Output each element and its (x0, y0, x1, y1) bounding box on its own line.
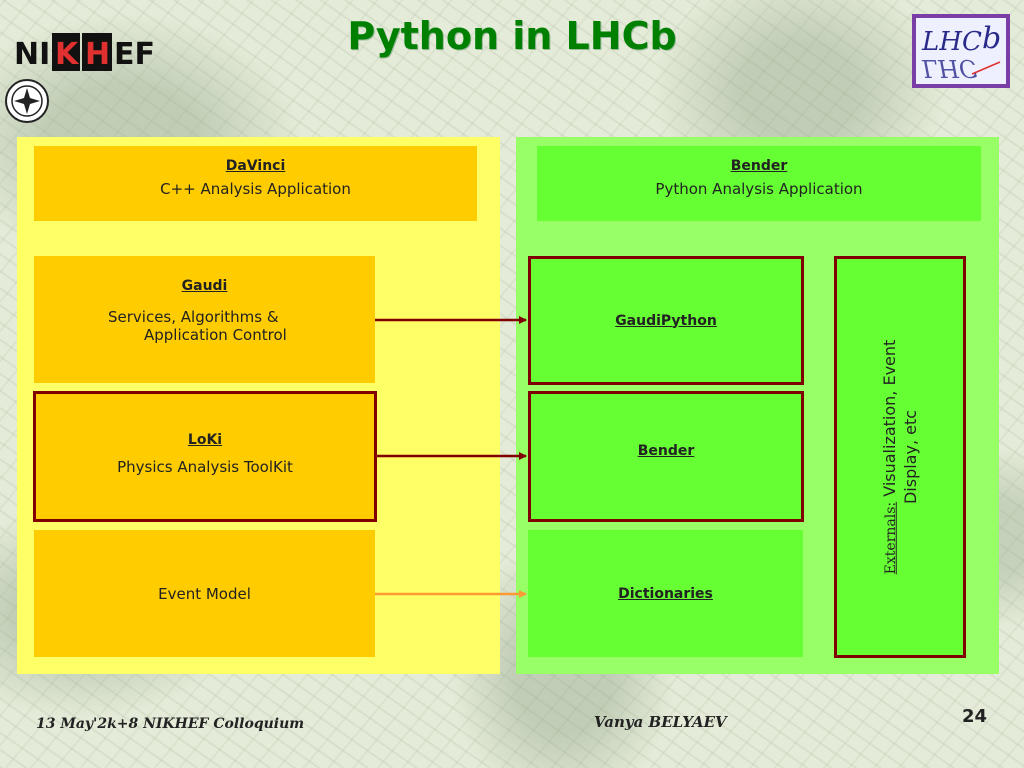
svg-text:EF: EF (114, 37, 155, 72)
gaudipython-label: GaudiPython (615, 312, 717, 329)
gaudipython-box: GaudiPython (528, 256, 804, 385)
dictionaries-box: Dictionaries (528, 530, 803, 657)
gaudi-desc-line2: Application Control (144, 326, 287, 344)
seal-icon (5, 79, 49, 123)
svg-text:b: b (982, 21, 1001, 56)
svg-text:LHC: LHC (921, 27, 982, 57)
davinci-desc: C++ Analysis Application (160, 180, 351, 198)
davinci-box: DaVinci C++ Analysis Application (34, 146, 477, 221)
bender-app-box: Bender Python Analysis Application (537, 146, 981, 221)
svg-text:LHC: LHC (921, 54, 977, 82)
externals-text: Visualization, Event Display, etc (879, 339, 920, 505)
svg-text:H: H (85, 37, 110, 72)
dictionaries-label: Dictionaries (618, 585, 713, 602)
event-model-label: Event Model (158, 584, 251, 603)
externals-label: Externals: (882, 501, 899, 575)
bender-module-box: Bender (528, 391, 804, 522)
externals-box: Externals: Visualization, Event Display,… (834, 256, 966, 658)
bender-app-desc: Python Analysis Application (655, 180, 863, 198)
bender-module-label: Bender (637, 442, 695, 459)
nikhef-logo: NI K H EF (14, 33, 155, 72)
gaudi-box: Gaudi Services, Algorithms & Application… (34, 256, 375, 383)
davinci-name: DaVinci (225, 158, 286, 174)
footer-date: 13 May'2k+8 NIKHEF Colloquium (36, 716, 305, 732)
loki-desc: Physics Analysis ToolKit (117, 458, 293, 476)
bender-app-name: Bender (730, 158, 788, 174)
gaudi-name: Gaudi (181, 278, 228, 294)
footer-author: Vanya BELYAEV (594, 713, 727, 731)
loki-box: LoKi Physics Analysis ToolKit (33, 391, 377, 522)
gaudi-desc-line1: Services, Algorithms & (108, 308, 279, 326)
event-model-box: Event Model (34, 530, 375, 657)
svg-text:K: K (55, 37, 80, 72)
externals-text-block: Externals: Visualization, Event Display,… (880, 327, 921, 587)
svg-text:NI: NI (14, 37, 50, 72)
loki-name: LoKi (187, 432, 223, 448)
page-number: 24 (962, 706, 988, 727)
page-title: Python in LHCb (347, 14, 677, 58)
lhcb-logo: LHC b LHC (912, 14, 1010, 88)
